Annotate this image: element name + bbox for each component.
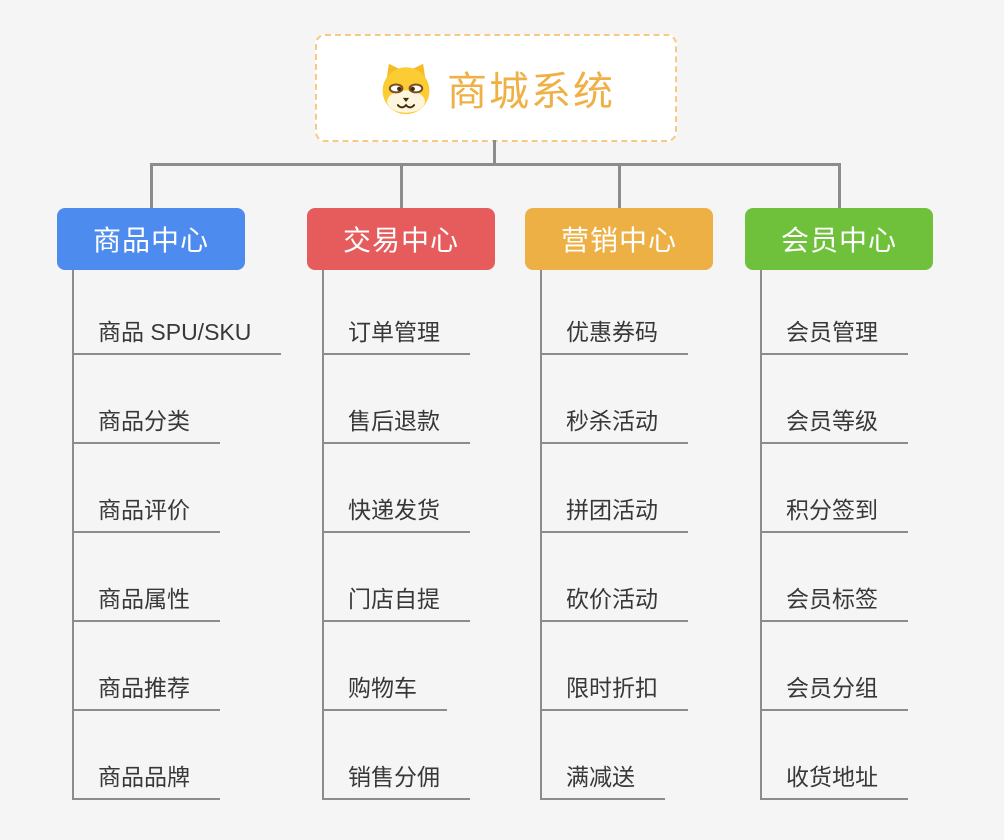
leaf-node[interactable]: 商品推荐 bbox=[72, 673, 220, 711]
leaf-node[interactable]: 商品属性 bbox=[72, 584, 220, 622]
leaf-node[interactable]: 商品品牌 bbox=[72, 762, 220, 800]
branch-product-center: 商品中心 商品 SPU/SKU 商品分类 商品评价 商品属性 商品推荐 商品品牌 bbox=[57, 208, 282, 800]
branch-trunk-line bbox=[72, 270, 74, 800]
leaf-node[interactable]: 秒杀活动 bbox=[540, 406, 688, 444]
leaf-node[interactable]: 优惠券码 bbox=[540, 317, 688, 355]
leaf-node[interactable]: 满减送 bbox=[540, 762, 665, 800]
leaf-node[interactable]: 积分签到 bbox=[760, 495, 908, 533]
leaf-node[interactable]: 会员管理 bbox=[760, 317, 908, 355]
leaf-node[interactable]: 收货地址 bbox=[760, 762, 908, 800]
leaf-node[interactable]: 门店自提 bbox=[322, 584, 470, 622]
branch-node-product-center[interactable]: 商品中心 bbox=[57, 208, 245, 270]
connector-drop-1 bbox=[150, 163, 153, 209]
leaf-node[interactable]: 销售分佣 bbox=[322, 762, 470, 800]
leaf-node[interactable]: 商品 SPU/SKU bbox=[72, 317, 282, 355]
leaf-node[interactable]: 售后退款 bbox=[322, 406, 470, 444]
leaf-node[interactable]: 会员标签 bbox=[760, 584, 908, 622]
branch-node-trade-center[interactable]: 交易中心 bbox=[307, 208, 495, 270]
branch-trunk-line bbox=[322, 270, 324, 800]
connector-drop-3 bbox=[618, 163, 621, 209]
root-title: 商城系统 bbox=[447, 70, 615, 114]
connector-drop-2 bbox=[400, 163, 403, 209]
leaf-node[interactable]: 商品评价 bbox=[72, 495, 220, 533]
leaf-node[interactable]: 订单管理 bbox=[322, 317, 470, 355]
leaf-node[interactable]: 购物车 bbox=[322, 673, 447, 711]
root-node[interactable]: 商城系统 bbox=[315, 34, 677, 142]
leaf-node[interactable]: 快递发货 bbox=[322, 495, 470, 533]
branch-trunk-line bbox=[760, 270, 762, 800]
leaf-node[interactable]: 会员等级 bbox=[760, 406, 908, 444]
branch-trade-center: 交易中心 订单管理 售后退款 快递发货 门店自提 购物车 销售分佣 bbox=[307, 208, 495, 800]
branch-marketing-center: 营销中心 优惠券码 秒杀活动 拼团活动 砍价活动 限时折扣 满减送 bbox=[525, 208, 713, 800]
leaf-node[interactable]: 商品分类 bbox=[72, 406, 220, 444]
shiba-dog-icon bbox=[382, 63, 430, 115]
branch-member-center: 会员中心 会员管理 会员等级 积分签到 会员标签 会员分组 收货地址 bbox=[745, 208, 933, 800]
branch-trunk-line bbox=[540, 270, 542, 800]
leaf-node[interactable]: 拼团活动 bbox=[540, 495, 688, 533]
leaf-node[interactable]: 砍价活动 bbox=[540, 584, 688, 622]
leaf-node[interactable]: 会员分组 bbox=[760, 673, 908, 711]
connector-root-stub bbox=[493, 140, 496, 164]
branch-node-marketing-center[interactable]: 营销中心 bbox=[525, 208, 713, 270]
branch-node-member-center[interactable]: 会员中心 bbox=[745, 208, 933, 270]
leaf-node[interactable]: 限时折扣 bbox=[540, 673, 688, 711]
connector-horizontal-bar bbox=[150, 163, 840, 166]
connector-drop-4 bbox=[838, 163, 841, 209]
